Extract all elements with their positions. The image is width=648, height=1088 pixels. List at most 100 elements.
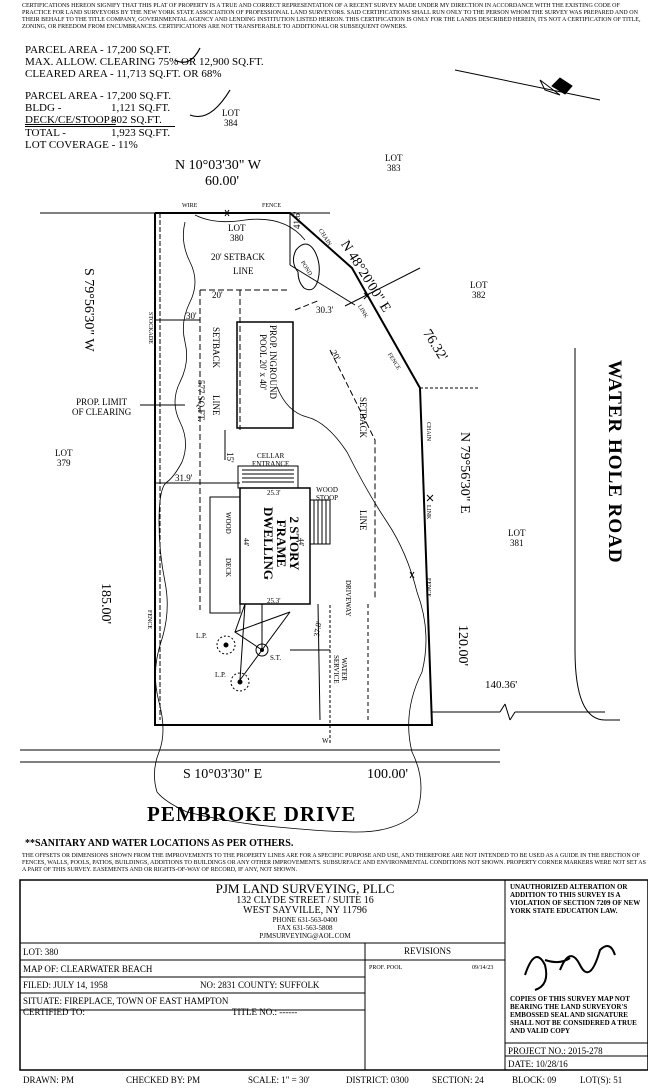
- map-field: MAP OF: CLEARWATER BEACH: [23, 964, 153, 974]
- stockade-label: STOCKADE: [147, 312, 153, 344]
- bldg-label: BLDG -: [25, 102, 62, 114]
- dim-15: 15': [225, 452, 235, 463]
- driveway-label: DRIVEWAY: [344, 580, 352, 617]
- deck-value: 802 SQ.FT.: [111, 114, 162, 126]
- revision-item: PROF. POOL: [369, 965, 403, 971]
- lot-coverage-line: LOT COVERAGE - 11%: [25, 139, 138, 151]
- pond: [292, 243, 320, 291]
- survey-date: DATE: 10/28/16: [508, 1059, 568, 1069]
- east-tie-distance: 140.36': [485, 679, 518, 691]
- east-bearing: N 79°56'30" E: [457, 432, 472, 514]
- south-bearing: S 10°03'30" E: [183, 767, 263, 782]
- company-address-1: 132 CLYDE STREET / SUITE 16: [236, 895, 374, 906]
- sanitary-note: **SANITARY AND WATER LOCATIONS AS PER OT…: [25, 838, 294, 849]
- lp-label-1: L.P.: [196, 632, 207, 640]
- certification-statement: CERTIFICATIONS HEREON SIGNIFY THAT THIS …: [22, 3, 641, 30]
- company-block: PJM LAND SURVEYING, PLLC 132 CLYDE STREE…: [120, 881, 490, 941]
- revisions-header: REVISIONS: [404, 946, 452, 956]
- setback-20-label: 20' SETBACK: [211, 252, 265, 262]
- dim-31-9: 31.9': [175, 473, 193, 483]
- setback-label-east: SETBACK: [358, 397, 368, 439]
- coverage-parcel-line: PARCEL AREA - 17,200 SQ.FT.: [25, 90, 171, 102]
- deck-label: DECK: [224, 558, 232, 578]
- project-number: PROJECT NO.: 2015-278: [508, 1046, 603, 1056]
- leaching-pool-1: [216, 635, 236, 655]
- revision-date: 09/14/23: [472, 965, 494, 971]
- parcel-area-line: PARCEL AREA - 17,200 SQ.FT.: [25, 44, 171, 56]
- north-arrow: [454, 69, 601, 101]
- clearing-limit: [154, 221, 427, 833]
- lot-field: LOT: 380: [23, 947, 59, 957]
- situate-field: SITUATE: FIREPLACE, TOWN OF EAST HAMPTON: [23, 996, 229, 1006]
- offsets-note: THE OFFSETS OR DIMENSIONS SHOWN FROM THE…: [22, 853, 646, 873]
- filed-field: FILED: JULY 14, 1958: [23, 980, 108, 990]
- max-clearing-line: MAX. ALLOW. CLEARING 75% OR 12,900 SQ.FT…: [25, 56, 264, 68]
- road-edge-east: [574, 348, 620, 721]
- link-label-east: LINK: [425, 505, 431, 520]
- proposed-pool: [236, 321, 294, 429]
- wood-deck-label: WOOD: [224, 512, 232, 534]
- drawn-by: DRAWN: PM: [23, 1075, 75, 1085]
- fence-label-east: FENCE: [425, 578, 431, 598]
- dim-41-6: 41.6': [292, 211, 302, 229]
- wire-label: WIRE: [182, 203, 198, 209]
- section: SECTION: 24: [432, 1075, 484, 1085]
- dim-30-3: 30.3': [316, 305, 334, 315]
- dim-25-3-top: 25.3': [267, 489, 281, 497]
- certified-to-field: CERTIFIED TO:: [23, 1007, 85, 1017]
- dim-44-west: 44': [242, 538, 250, 547]
- septic-tank: [255, 643, 269, 657]
- coverage-area-block: PARCEL AREA - 17,200 SQ.FT. BLDG - 1,121…: [25, 90, 175, 151]
- wood-deck: [209, 496, 241, 614]
- west-distance: 185.00': [98, 583, 113, 625]
- deck-label: DECK/CE/STOOP -: [25, 114, 116, 126]
- lp-label-2: L.P.: [215, 671, 226, 679]
- leaching-pool-2: [230, 672, 250, 692]
- surveyor-signature: [524, 945, 616, 991]
- north-distance: 60.00': [205, 174, 240, 189]
- title-no-field: TITLE NO.: ------: [232, 1007, 298, 1017]
- company-phone: PHONE 631-563-0400: [272, 916, 338, 924]
- map-number-field: NO: 2831 COUNTY: SUFFOLK: [200, 980, 320, 990]
- water-w-label: W: [322, 737, 329, 745]
- chain-label-east: CHAIN: [425, 422, 431, 441]
- property-boundary: [154, 212, 434, 726]
- east-distance: 120.00': [455, 625, 470, 667]
- unauthorized-notice: UNAUTHORIZED ALTERATION OR ADDITION TO T…: [510, 883, 641, 915]
- dim-25-3-bottom: 25.3': [267, 597, 281, 605]
- water-hole-road-label: WATER HOLE ROAD: [604, 360, 625, 564]
- checked-by: CHECKED BY: PM: [126, 1075, 201, 1085]
- dim-20-a: 20': [212, 290, 223, 300]
- line-label-west: LINE: [211, 395, 221, 416]
- setback-line-label: LINE: [233, 266, 254, 276]
- north-bearing: N 10°03'30" W: [175, 158, 261, 173]
- bldg-value: 1,121 SQ.FT.: [111, 102, 171, 114]
- total-label: TOTAL -: [25, 127, 66, 139]
- company-email: PJMSURVEYING@AOL.COM: [259, 932, 351, 940]
- clearing-area-label: 577 SQ.FT.: [196, 380, 206, 422]
- clearing-area-block: PARCEL AREA - 17,200 SQ.FT. MAX. ALLOW. …: [25, 44, 264, 80]
- line-label-east: LINE: [358, 510, 368, 531]
- company-address-2: WEST SAYVILLE, NY 11796: [243, 905, 367, 916]
- pembroke-drive-label: PEMBROKE DRIVE: [147, 802, 357, 826]
- cleared-area-line: CLEARED AREA - 11,713 SQ.FT. OR 68%: [25, 68, 222, 80]
- company-name: PJM LAND SURVEYING, PLLC: [215, 881, 395, 896]
- dim-30: 30': [186, 311, 197, 321]
- fence-label-north: FENCE: [262, 203, 282, 209]
- west-bearing: S 79°56'30" W: [81, 268, 96, 352]
- company-fax: FAX 631-563-5808: [277, 924, 333, 932]
- total-value: 1,923 SQ.FT.: [111, 127, 171, 139]
- setback-label-west: SETBACK: [211, 327, 221, 369]
- south-distance: 100.00': [367, 767, 409, 782]
- scale: SCALE: 1" = 30': [248, 1075, 310, 1085]
- st-label: S.T.: [270, 654, 282, 662]
- lots: LOT(S): 51: [580, 1075, 623, 1085]
